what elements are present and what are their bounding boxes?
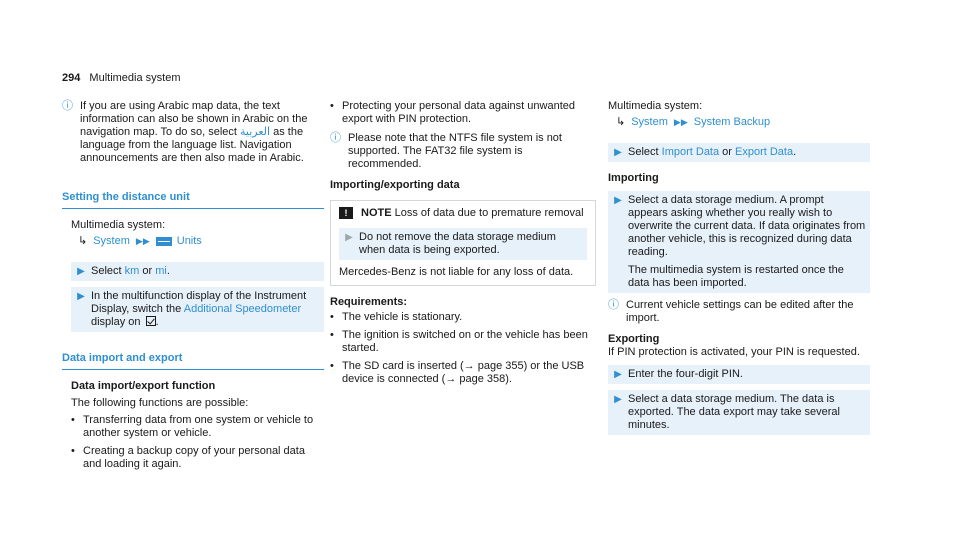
step-text: .	[166, 265, 170, 277]
step-select-import-export: ▶ Select Import Data or Export Data.	[608, 143, 870, 162]
system-label: Multimedia system:	[608, 100, 703, 112]
list-item: The vehicle is stationary.	[330, 311, 596, 324]
import-note: ⓘ Current vehicle settings can be edited…	[608, 299, 870, 325]
section-title-data: Data import and export	[62, 352, 324, 370]
step-arrow-icon: ▶	[614, 147, 622, 158]
km-option[interactable]: km	[124, 265, 140, 277]
liability-text: Mercedes-Benz is not liable for any loss…	[339, 266, 574, 278]
note-label: NOTE	[361, 207, 392, 219]
arabic-note-text-pre: If you are using Arabic map data, the te…	[80, 100, 308, 138]
info-icon: ⓘ	[608, 299, 619, 311]
note-heading: Loss of data due to premature removal	[394, 207, 584, 219]
distance-steps: ▶ Select km or mi. ▶ In the multifunctio…	[71, 262, 324, 332]
column-1: ⓘ If you are using Arabic map data, the …	[62, 100, 324, 476]
export-data-option[interactable]: Export Data	[735, 146, 794, 158]
step-text: Select	[628, 146, 662, 158]
step-text: display on	[91, 316, 141, 328]
step-select-medium: ▶ Select a data storage medium. The data…	[608, 390, 870, 435]
info-icon: ⓘ	[62, 100, 73, 112]
page-header: 294 Multimedia system	[62, 72, 181, 85]
select-medium-text: Select a data storage medium. The data i…	[628, 393, 840, 431]
enter-pin-text: Enter the four-digit PIN.	[628, 368, 743, 380]
importing-title: Importing	[608, 172, 659, 184]
checkbox-checked-icon	[145, 316, 156, 326]
notice-step: ▶ Do not remove the data storage medium …	[339, 228, 587, 260]
functions-list: Transferring data from one system or veh…	[71, 414, 324, 471]
arabic-note-text-post: as the language from the language list. …	[80, 126, 304, 164]
subhead-function: Data import/export function	[71, 380, 216, 392]
additional-speedometer-link[interactable]: Additional Speedometer	[183, 303, 302, 315]
step-importing: ▶ Select a data storage medium. A prompt…	[608, 191, 870, 293]
exclamation-icon: !	[339, 207, 353, 219]
column-2: Protecting your personal data against un…	[330, 100, 596, 391]
step-text: Select	[91, 265, 125, 277]
step-text: or	[719, 146, 736, 158]
step-enter-pin: ▶ Enter the four-digit PIN.	[608, 365, 870, 384]
importing-step-b: The multimedia system is restarted once …	[628, 264, 844, 289]
menu-path-units[interactable]: Units	[176, 235, 202, 247]
list-item: Creating a backup copy of your personal …	[71, 445, 324, 471]
hook-arrow-icon: ↳	[78, 235, 88, 247]
step-text: .	[793, 146, 797, 158]
backup-steps: ▶ Select Import Data or Export Data.	[608, 143, 870, 162]
list-item: Protecting your personal data against un…	[330, 100, 596, 126]
requirements-title: Requirements:	[330, 296, 408, 308]
exporting-text: If PIN protection is activated, your PIN…	[608, 346, 860, 358]
step-arrow-icon: ▶	[614, 394, 622, 405]
subhead-import-export: Importing/exporting data	[330, 179, 460, 191]
functions-intro: The following functions are possible:	[71, 397, 249, 409]
requirements-list: The vehicle is stationary. The ignition …	[330, 311, 596, 386]
menu-path-system[interactable]: System	[631, 116, 668, 128]
step-arrow-icon: ▶	[345, 232, 353, 243]
notice-box: ! NOTE Loss of data due to premature rem…	[330, 200, 596, 286]
exporting-title: Exporting	[608, 333, 660, 345]
step-arrow-icon: ▶	[614, 195, 622, 206]
arabic-note: ⓘ If you are using Arabic map data, the …	[62, 100, 324, 165]
hook-arrow-icon: ↳	[616, 116, 626, 128]
notice-step-text: Do not remove the data storage medium wh…	[359, 231, 556, 256]
system-label: Multimedia system:	[71, 219, 166, 231]
step-text: In the multifunction display of the Inst…	[91, 290, 307, 315]
double-chevron-icon: ▶▶	[673, 117, 688, 127]
step-arrow-icon: ▶	[77, 291, 85, 302]
page-number: 294	[62, 72, 81, 84]
step-text: or	[139, 265, 156, 277]
import-data-option[interactable]: Import Data	[661, 146, 720, 158]
units-icon	[155, 237, 172, 246]
list-item: The ignition is switched on or the vehic…	[330, 329, 596, 355]
menu-path-system[interactable]: System	[93, 235, 130, 247]
arabic-language-link[interactable]: العربية	[240, 126, 271, 138]
menu-path: ↳ System ▶▶ Units	[62, 235, 324, 248]
ntfs-note-text: Please note that the NTFS file system is…	[348, 132, 562, 170]
list-item: Transferring data from one system or veh…	[71, 414, 324, 440]
info-icon: ⓘ	[330, 132, 341, 144]
mi-option[interactable]: mi	[155, 265, 167, 277]
page-header-title: Multimedia system	[89, 72, 181, 84]
step-select-unit: ▶ Select km or mi.	[71, 262, 324, 281]
menu-path-system-backup[interactable]: System Backup	[693, 116, 771, 128]
step-arrow-icon: ▶	[614, 369, 622, 380]
menu-path: ↳ System ▶▶ System Backup	[608, 116, 870, 129]
protect-list: Protecting your personal data against un…	[330, 100, 596, 126]
ntfs-note: ⓘ Please note that the NTFS file system …	[330, 132, 596, 171]
import-note-text: Current vehicle settings can be edited a…	[626, 299, 854, 324]
double-chevron-icon: ▶▶	[135, 236, 150, 246]
section-title-distance: Setting the distance unit	[62, 191, 324, 209]
list-item: The SD card is inserted (→ page 355) or …	[330, 360, 596, 386]
step-arrow-icon: ▶	[77, 266, 85, 277]
step-additional-speedometer: ▶ In the multifunction display of the In…	[71, 287, 324, 332]
column-3: Multimedia system: ↳ System ▶▶ System Ba…	[608, 100, 870, 441]
importing-step-a: Select a data storage medium. A prompt a…	[628, 194, 866, 258]
